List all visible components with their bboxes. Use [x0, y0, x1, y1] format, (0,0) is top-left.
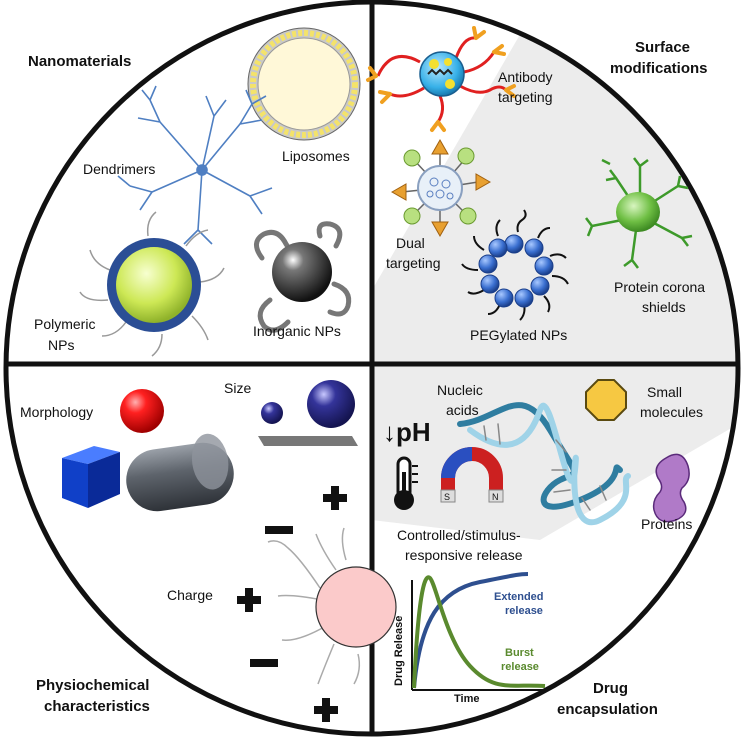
size-scale-bar: [258, 436, 358, 446]
extended-release-curve: [412, 572, 529, 689]
nucleic-label-2: acids: [446, 402, 479, 418]
small-label-1: Small: [647, 384, 682, 400]
extended-label-2: release: [505, 605, 543, 617]
polymeric-label: Polymeric: [34, 316, 95, 332]
physio-title-line2: characteristics: [44, 698, 150, 715]
dual-label-2: targeting: [386, 255, 440, 271]
blue-cube-icon: [62, 446, 120, 508]
morphology-label: Morphology: [20, 404, 93, 420]
positive-charge-icon: [237, 588, 261, 612]
large-sphere-icon: [307, 380, 355, 428]
drug-title-line2: encapsulation: [557, 701, 658, 718]
polymeric-np-icon: [79, 211, 225, 357]
small-sphere-icon: [261, 402, 283, 424]
protein-icon: [652, 453, 690, 523]
dual-label-1: Dual: [396, 235, 425, 251]
release-graph: Time Drug Release Extended release Burst…: [393, 572, 546, 705]
charged-np-icon: [267, 527, 397, 685]
liposomes-label: Liposomes: [282, 148, 350, 164]
burst-label-2: release: [501, 661, 539, 673]
surface-title-line2: modifications: [610, 60, 708, 77]
inorganic-label: Inorganic NPs: [253, 323, 341, 339]
nanomaterials-title: Nanomaterials: [28, 53, 131, 70]
quadrant-nanomaterials: Nanomaterials Liposomes Dendrimers: [28, 27, 361, 357]
release-label-1: Controlled/stimulus-: [397, 527, 521, 543]
antibody-label-1: Antibody: [498, 69, 552, 85]
proteins-label: Proteins: [641, 516, 692, 532]
red-sphere-icon: [120, 389, 164, 433]
pegylated-label: PEGylated NPs: [470, 327, 567, 343]
small-label-2: molecules: [640, 404, 703, 420]
inorganic-np-icon: [254, 221, 352, 333]
size-label: Size: [224, 380, 251, 396]
svg-text:S: S: [444, 492, 450, 502]
antibody-label-2: targeting: [498, 89, 552, 105]
quadrant-drug-encapsulation: Nucleic acids Small molecules Proteins ↓…: [383, 379, 703, 718]
protein-corona-np-icon: [585, 157, 693, 269]
liposome-icon: [247, 27, 361, 141]
pegylated-np-icon: [461, 209, 569, 321]
drug-title-line1: Drug: [593, 680, 628, 697]
physio-title-line1: Physiochemical: [36, 677, 149, 694]
quadrant-physiochemical: Morphology Size Charge: [20, 380, 397, 722]
gray-capsule-icon: [126, 433, 234, 512]
magnet-icon: S N: [440, 447, 504, 503]
nps-label: NPs: [48, 337, 74, 353]
negative-charge-icon: [265, 526, 293, 534]
corona-label-1: Protein corona: [614, 279, 705, 295]
surface-title-line1: Surface: [635, 39, 690, 56]
positive-charge-icon: [314, 698, 338, 722]
negative-charge-icon: [250, 659, 278, 667]
graph-y-label: Drug Release: [393, 616, 405, 686]
extended-label-1: Extended: [494, 591, 544, 603]
dual-targeting-np-icon: [390, 138, 492, 238]
antibody-np-icon: [366, 26, 516, 132]
release-label-2: responsive release: [405, 547, 523, 563]
ph-label: ↓pH: [383, 417, 431, 447]
nucleic-label-1: Nucleic: [437, 382, 483, 398]
charge-label: Charge: [167, 587, 213, 603]
quadrant-surface-modifications: Surface modifications: [366, 26, 708, 343]
graph-x-label: Time: [454, 693, 479, 705]
svg-text:N: N: [492, 492, 499, 502]
burst-release-curve: [412, 575, 546, 689]
dna-helix-icon: [457, 402, 631, 526]
positive-charge-icon: [323, 486, 347, 510]
small-molecule-icon: [585, 379, 627, 421]
thermometer-icon: [394, 456, 418, 510]
dendrimers-label: Dendrimers: [83, 161, 155, 177]
burst-label-1: Burst: [505, 647, 534, 659]
corona-label-2: shields: [642, 299, 686, 315]
dendrimer-icon: [117, 85, 273, 245]
